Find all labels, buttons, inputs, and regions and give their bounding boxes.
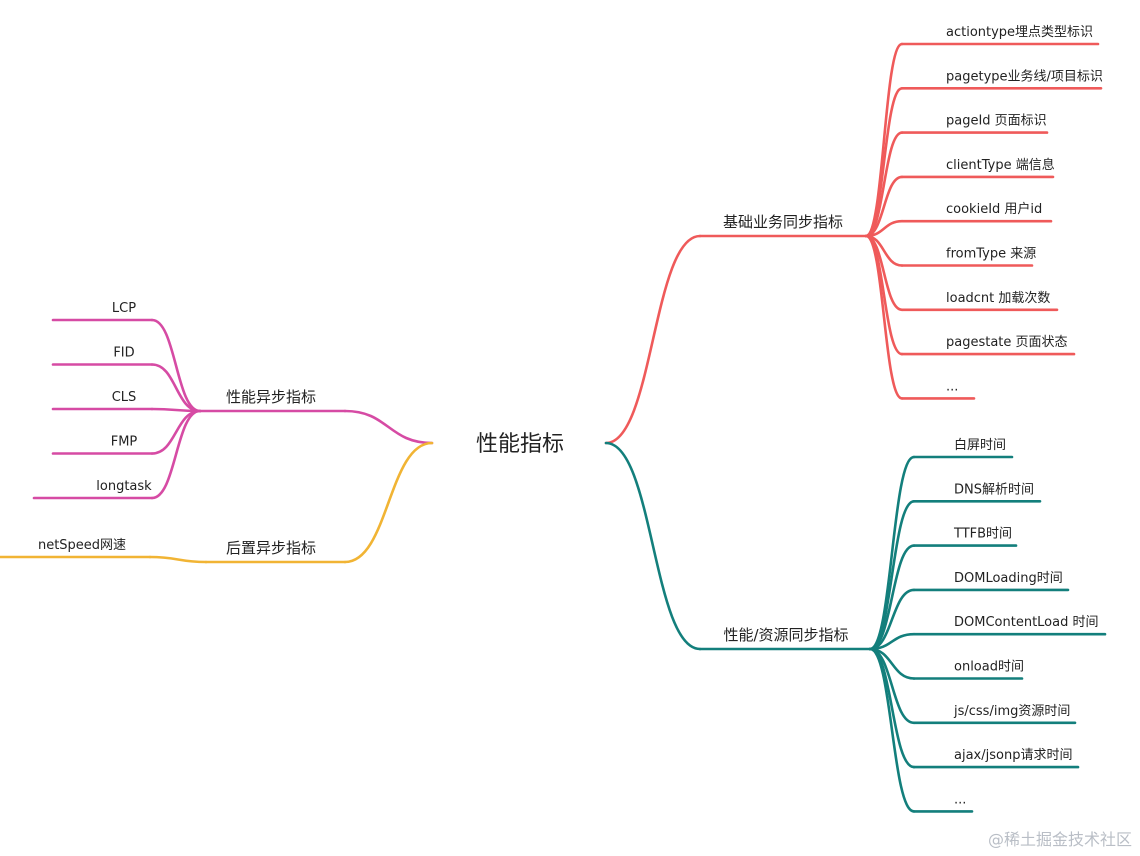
node-perf-js-css-img: js/css/img资源时间 [953, 704, 1070, 719]
node-biz-pagestate: pagestate 页面状态 [946, 335, 1068, 350]
edge-async-fid [150, 363, 202, 413]
edge-perf-domloading [868, 588, 916, 651]
node-perf-domloading: DOMLoading时间 [954, 571, 1063, 586]
node-async-fid: FID [113, 346, 134, 361]
branch-connector-async [343, 409, 434, 445]
nodes-layer: 性能指标 基础业务同步指标 actiontype埋点类型标识 pagetype业务线/… [38, 25, 1103, 807]
branch-connector-biz [604, 234, 702, 445]
node-async-longtask: longtask [96, 479, 152, 494]
edge-biz-pagetype [864, 87, 904, 238]
branch-label-async: 性能异步指标 [226, 388, 316, 406]
node-perf-ajax-jsonp: ajax/jsonp请求时间 [954, 748, 1072, 763]
node-perf-domcontentload: DOMContentLoad 时间 [954, 615, 1098, 630]
branch-connector-perf [604, 441, 702, 651]
edge-perf-ajax-jsonp [868, 647, 916, 769]
branch-connector-post [343, 441, 434, 564]
node-perf-dns: DNS解析时间 [954, 482, 1034, 497]
branch-label-post: 后置异步指标 [226, 539, 316, 557]
node-biz-fromtype: fromType 来源 [946, 247, 1036, 262]
node-async-lcp: LCP [112, 301, 136, 316]
edge-biz-pagestate [864, 234, 904, 356]
node-post-netspeed: netSpeed网速 [38, 538, 126, 553]
edge-perf-item-8 [868, 647, 916, 813]
node-perf-ttfb: TTFB时间 [953, 527, 1012, 542]
node-biz-cookieid-id: cookieId 用户id [946, 201, 1042, 217]
edge-perf-dns [868, 500, 916, 651]
watermark: @稀土掘金技术社区 [987, 830, 1132, 849]
branch-label-perf: 性能/资源同步指标 [723, 626, 848, 644]
branch-label-biz: 基础业务同步指标 [723, 213, 843, 231]
edge-async-longtask [150, 409, 202, 500]
node-biz-pageid: pageId 页面标识 [946, 114, 1047, 129]
node-biz-clienttype: clientType 端信息 [946, 157, 1055, 173]
edge-post-netspeed [148, 555, 208, 564]
node-perf-item-8: ... [954, 792, 966, 807]
node-biz-loadcnt: loadcnt 加载次数 [946, 290, 1050, 306]
root-label: 性能指标 [476, 432, 564, 457]
edge-biz-item-8 [864, 234, 904, 400]
edge-biz-pageid [864, 131, 904, 238]
edges-layer [0, 42, 1107, 813]
edge-async-fmp [150, 409, 202, 455]
node-perf-item-0: 白屏时间 [954, 437, 1006, 453]
node-perf-onload: onload时间 [954, 660, 1024, 675]
node-biz-item-8: ... [946, 379, 958, 394]
node-async-fmp: FMP [111, 435, 138, 450]
node-biz-actiontype: actiontype埋点类型标识 [946, 25, 1093, 40]
node-async-cls: CLS [112, 390, 137, 405]
edge-async-lcp [150, 318, 202, 413]
node-biz-pagetype: pagetype业务线/项目标识 [946, 68, 1103, 84]
edge-perf-ttfb [868, 544, 916, 651]
